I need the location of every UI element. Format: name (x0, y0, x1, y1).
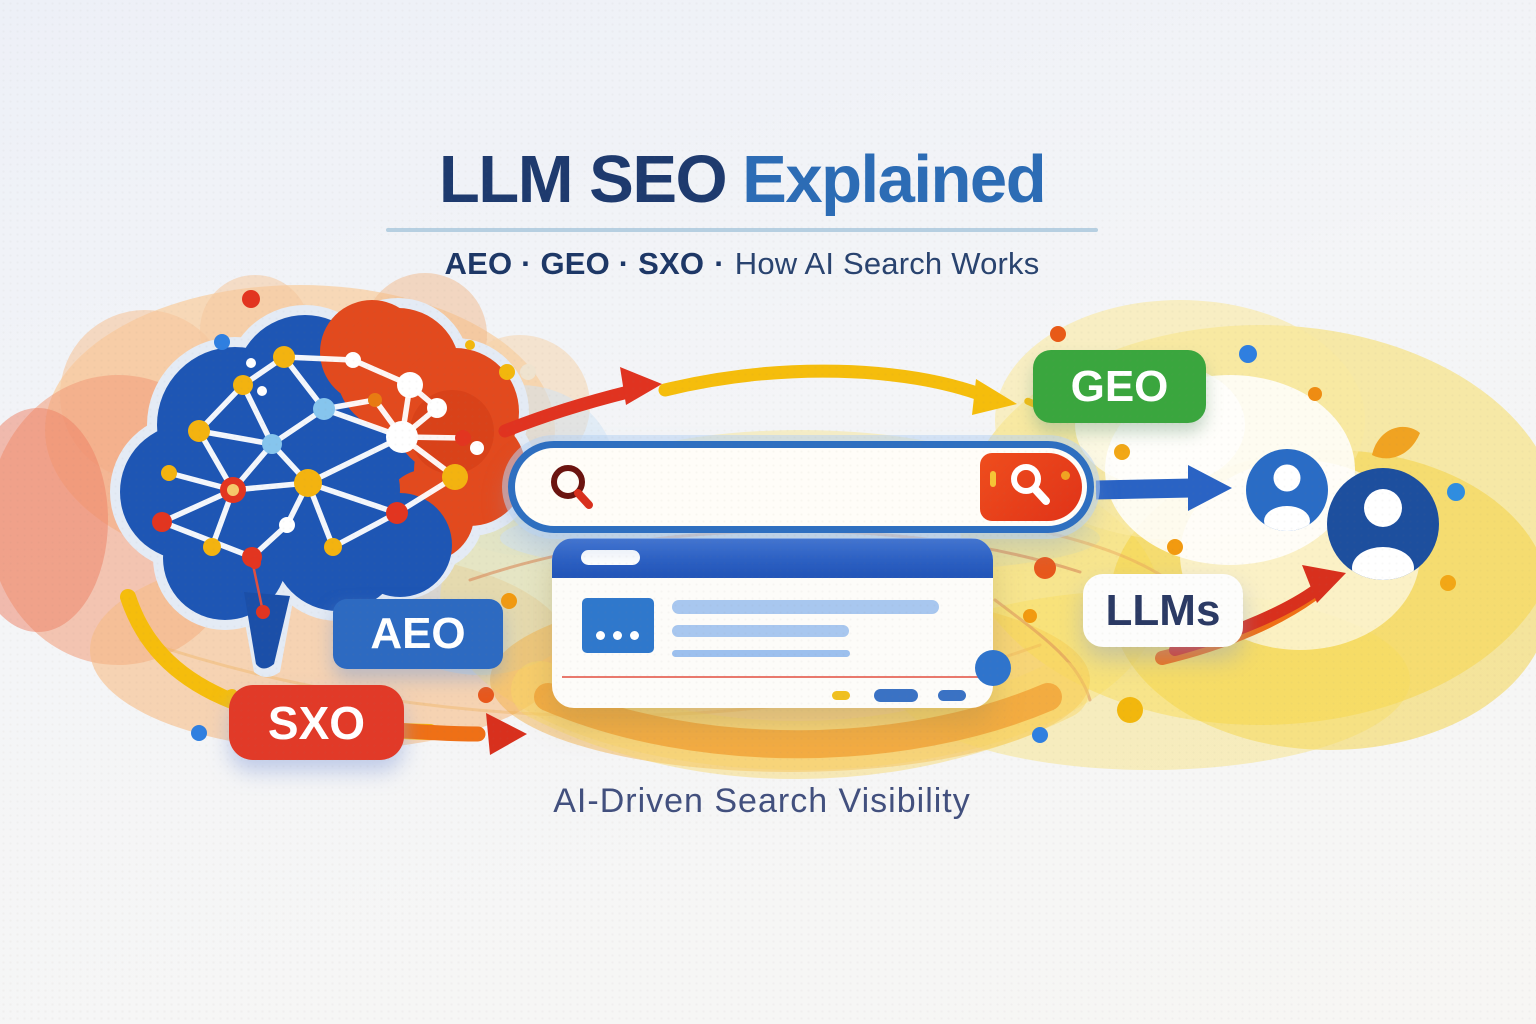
geo-badge-label: GEO (1070, 361, 1169, 411)
blue-arrow (1095, 465, 1232, 511)
bottom-caption: AI-Driven Search Visibility (553, 782, 971, 820)
search-bar[interactable] (508, 441, 1094, 533)
aeo-badge-label: AEO (370, 609, 466, 658)
scatter-dots (191, 290, 1465, 743)
magnifier-icon (547, 463, 599, 520)
title-secondary: Explained (742, 142, 1046, 217)
sxo-badge: SXO (229, 685, 404, 760)
search-button-magnifier-icon (1006, 461, 1056, 514)
aeo-badge: AEO (333, 599, 503, 669)
llms-card: LLMs (1083, 574, 1243, 647)
ellipsis-icon (596, 631, 639, 640)
search-input[interactable] (595, 448, 972, 526)
result-thumbnail (582, 598, 654, 653)
browser-blue-bubble (975, 650, 1011, 686)
skeleton-line-3 (672, 650, 850, 657)
footer-pill-blue-2 (938, 690, 966, 701)
subtitle-separator: · (714, 246, 725, 281)
footer-pill-yellow (832, 691, 850, 700)
geo-badge: GEO (1033, 350, 1206, 423)
subtitle: AEO · GEO · SXO · How AI Search Works (386, 246, 1098, 282)
llms-card-label: LLMs (1105, 585, 1221, 635)
search-button[interactable] (980, 453, 1082, 521)
browser-url-pill (581, 550, 640, 565)
browser-header-bar (552, 538, 993, 578)
browser-divider (562, 676, 980, 678)
red-arrow (498, 367, 662, 438)
skeleton-line-1 (672, 600, 939, 614)
brain-network-icon (110, 298, 536, 677)
title-divider (386, 228, 1098, 232)
footer-pill-blue-1 (874, 689, 918, 702)
subtitle-tagline: How AI Search Works (734, 246, 1040, 281)
subtitle-acronyms: AEO · GEO · SXO (444, 246, 705, 281)
sxo-badge-label: SXO (267, 696, 366, 749)
skeleton-line-2 (672, 625, 849, 637)
browser-window-icon (552, 538, 1011, 708)
bottom-swoosh (511, 661, 1089, 779)
button-deco-dash (990, 471, 996, 487)
button-deco-dot (1061, 471, 1070, 480)
title-primary: LLM SEO (438, 142, 728, 217)
yellow-arc-arrow (658, 364, 1042, 415)
user-icon-small (1246, 449, 1328, 531)
